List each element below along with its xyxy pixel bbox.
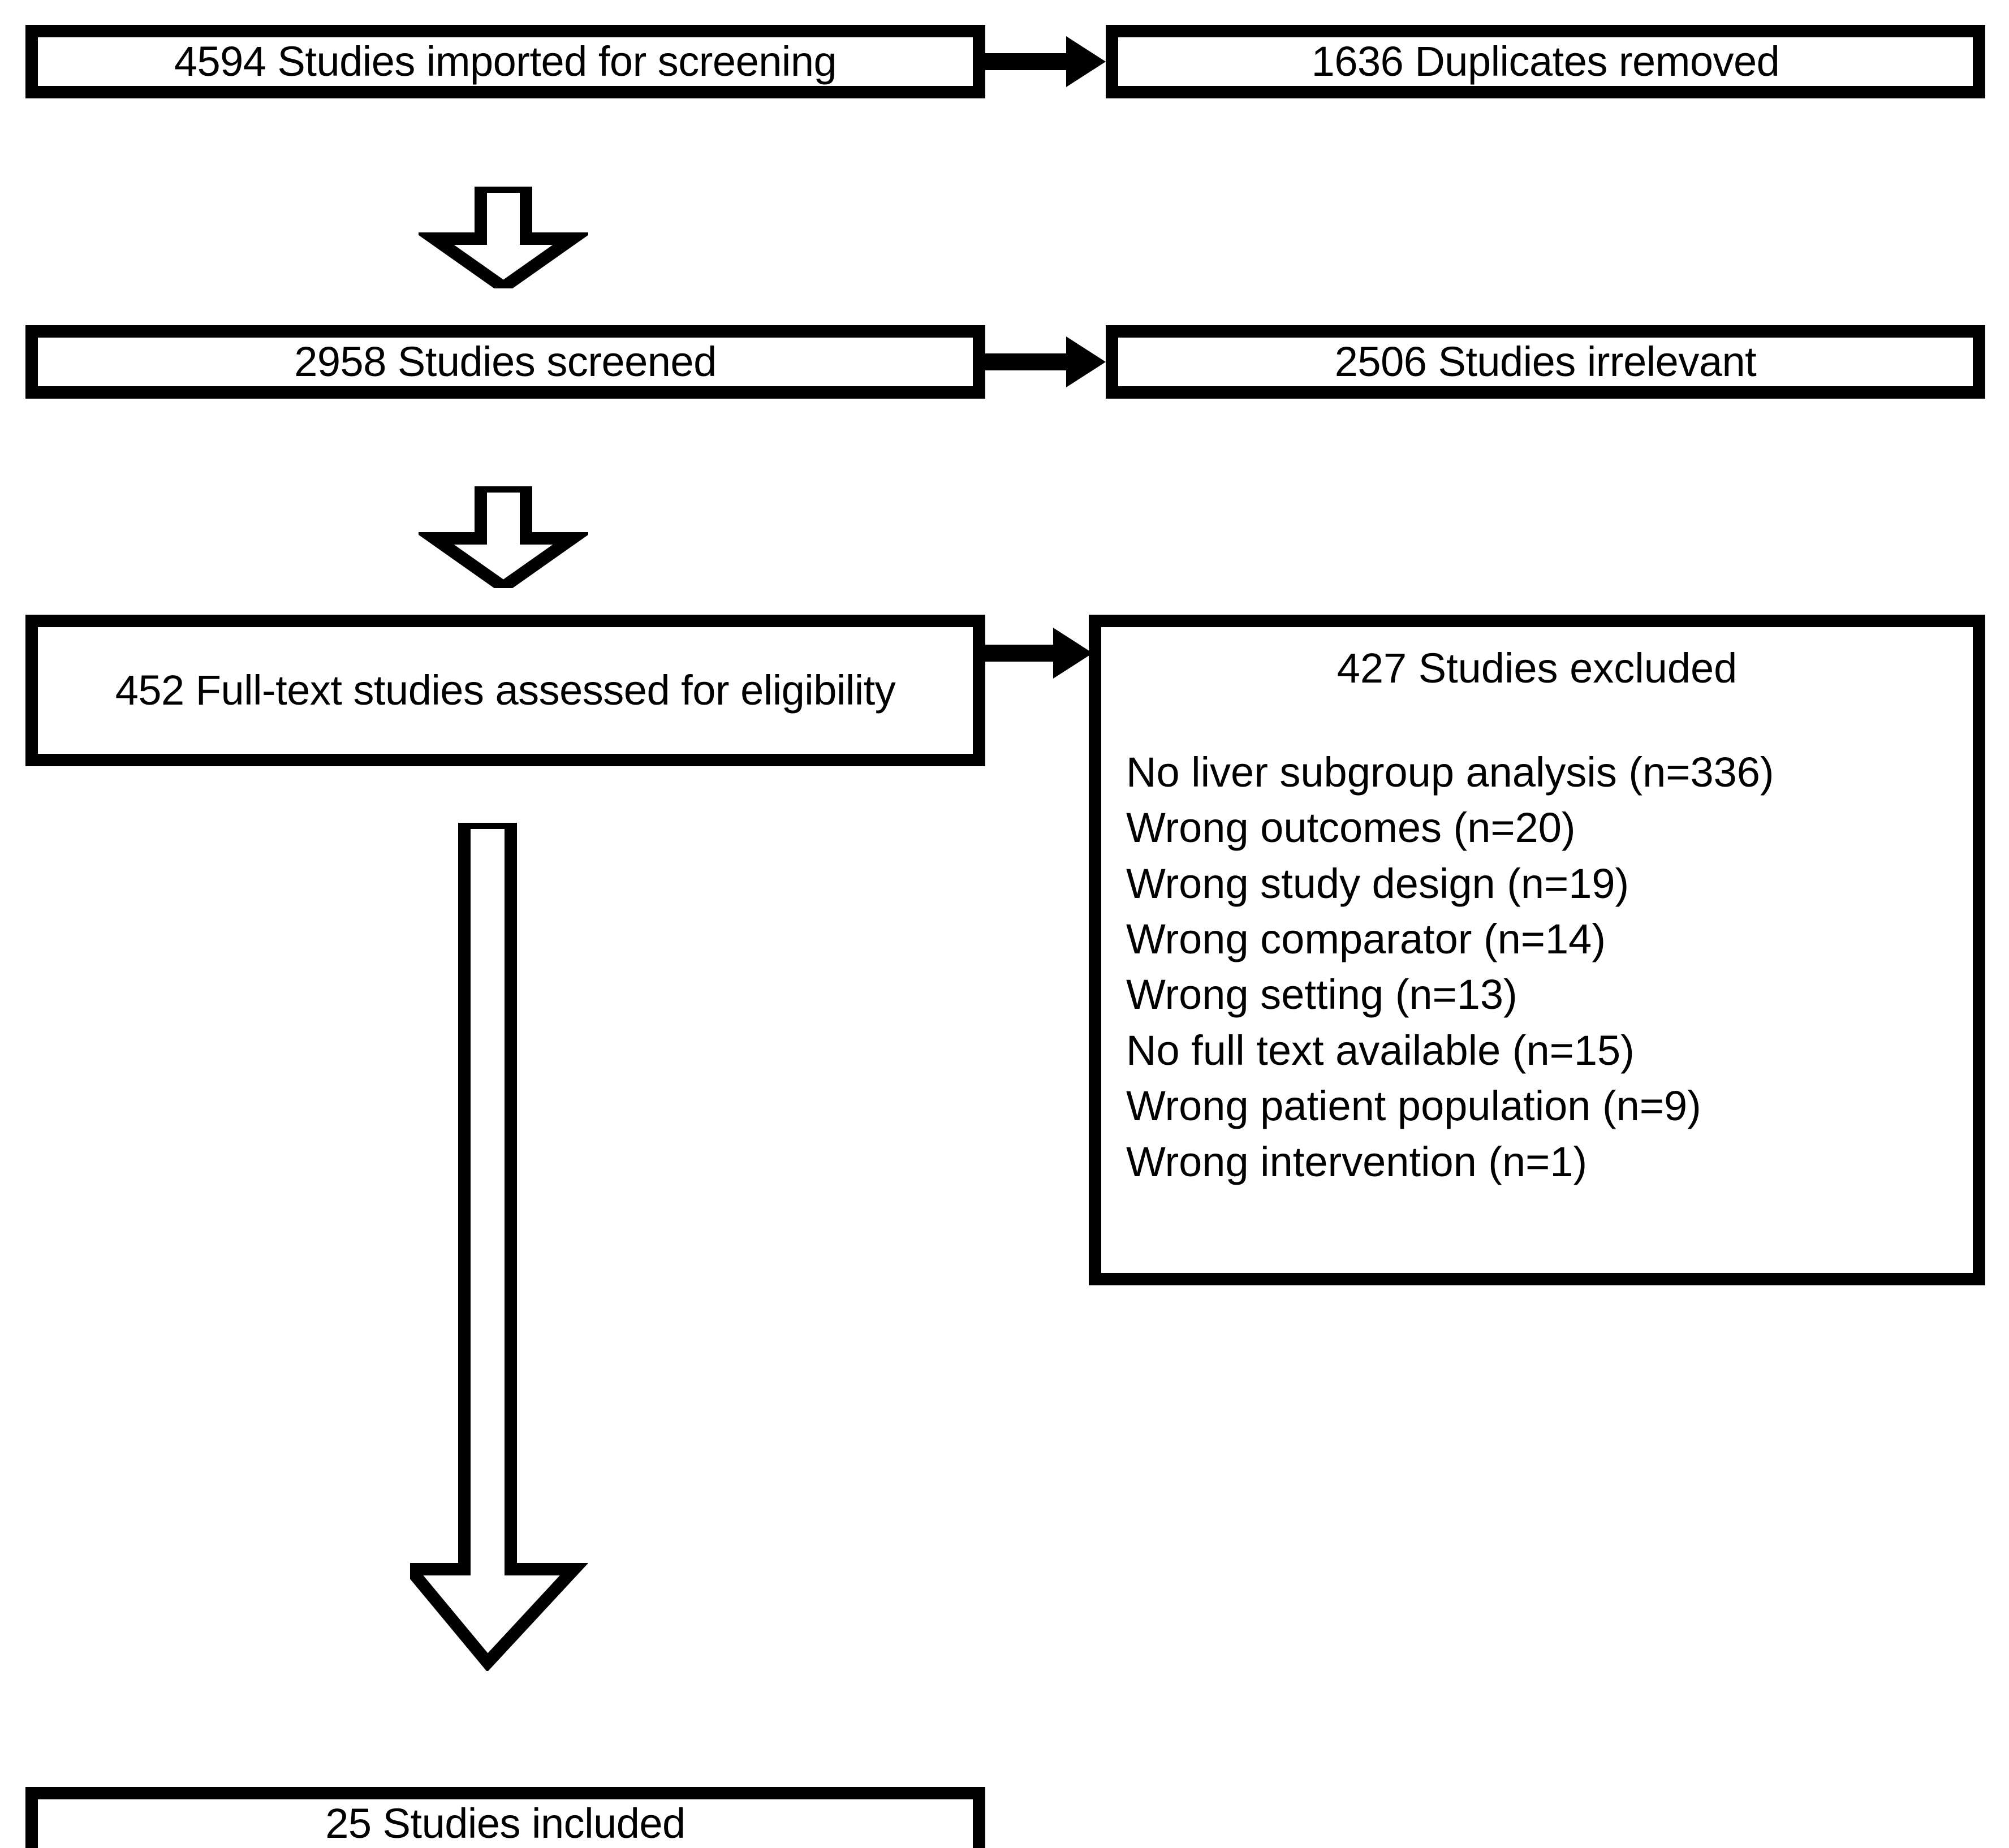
node-studies-imported: 4594 Studies imported for screening <box>25 25 985 98</box>
node-studies-irrelevant: 2506 Studies irrelevant <box>1106 325 1985 399</box>
connector-screened-to-irrelevant-arrowhead <box>1066 336 1106 387</box>
node-studies-excluded-title: 427 Studies excluded <box>1337 645 1738 692</box>
node-studies-included: 25 Studies included <box>25 1787 985 1848</box>
exclusion-reason-list: No liver subgroup analysis (n=336) Wrong… <box>1107 745 1967 1190</box>
connector-imported-to-duplicates-arrowhead <box>1066 36 1106 87</box>
node-studies-imported-label: 4594 Studies imported for screening <box>174 38 837 85</box>
exclusion-reason-item: Wrong intervention (n=1) <box>1126 1138 1588 1185</box>
node-fulltext-assessed-label: 452 Full-text studies assessed for eligi… <box>115 667 896 714</box>
connector-fulltext-to-excluded-arrowhead <box>1053 628 1093 679</box>
exclusion-reason-item: Wrong setting (n=13) <box>1126 971 1517 1018</box>
node-studies-excluded: 427 Studies excluded No liver subgroup a… <box>1089 615 1985 1285</box>
exclusion-reason-item: Wrong patient population (n=9) <box>1126 1082 1701 1130</box>
node-fulltext-assessed: 452 Full-text studies assessed for eligi… <box>25 615 985 766</box>
connector-imported-to-duplicates-line <box>985 53 1070 70</box>
node-studies-included-label: 25 Studies included <box>325 1800 686 1847</box>
exclusion-reason-item: No liver subgroup analysis (n=336) <box>1126 748 1774 796</box>
exclusion-reason-item: Wrong comparator (n=14) <box>1126 915 1606 962</box>
exclusion-reason-item: Wrong outcomes (n=20) <box>1126 804 1576 852</box>
connector-screened-to-irrelevant-line <box>985 353 1070 370</box>
down-arrow-screened-to-fulltext <box>419 486 588 588</box>
node-studies-excluded-content: 427 Studies excluded No liver subgroup a… <box>1101 627 1973 1273</box>
exclusion-reason-item: Wrong study design (n=19) <box>1126 860 1629 907</box>
connector-fulltext-to-excluded-line <box>985 645 1058 662</box>
node-studies-screened: 2958 Studies screened <box>25 325 985 399</box>
down-arrow-imported-to-screened <box>419 187 588 288</box>
node-duplicates-removed-label: 1636 Duplicates removed <box>1311 38 1780 85</box>
node-studies-irrelevant-label: 2506 Studies irrelevant <box>1334 338 1757 386</box>
node-studies-screened-label: 2958 Studies screened <box>294 338 717 386</box>
node-duplicates-removed: 1636 Duplicates removed <box>1106 25 1985 98</box>
exclusion-reason-item: No full text available (n=15) <box>1126 1026 1635 1074</box>
down-arrow-fulltext-to-included <box>410 823 597 1671</box>
